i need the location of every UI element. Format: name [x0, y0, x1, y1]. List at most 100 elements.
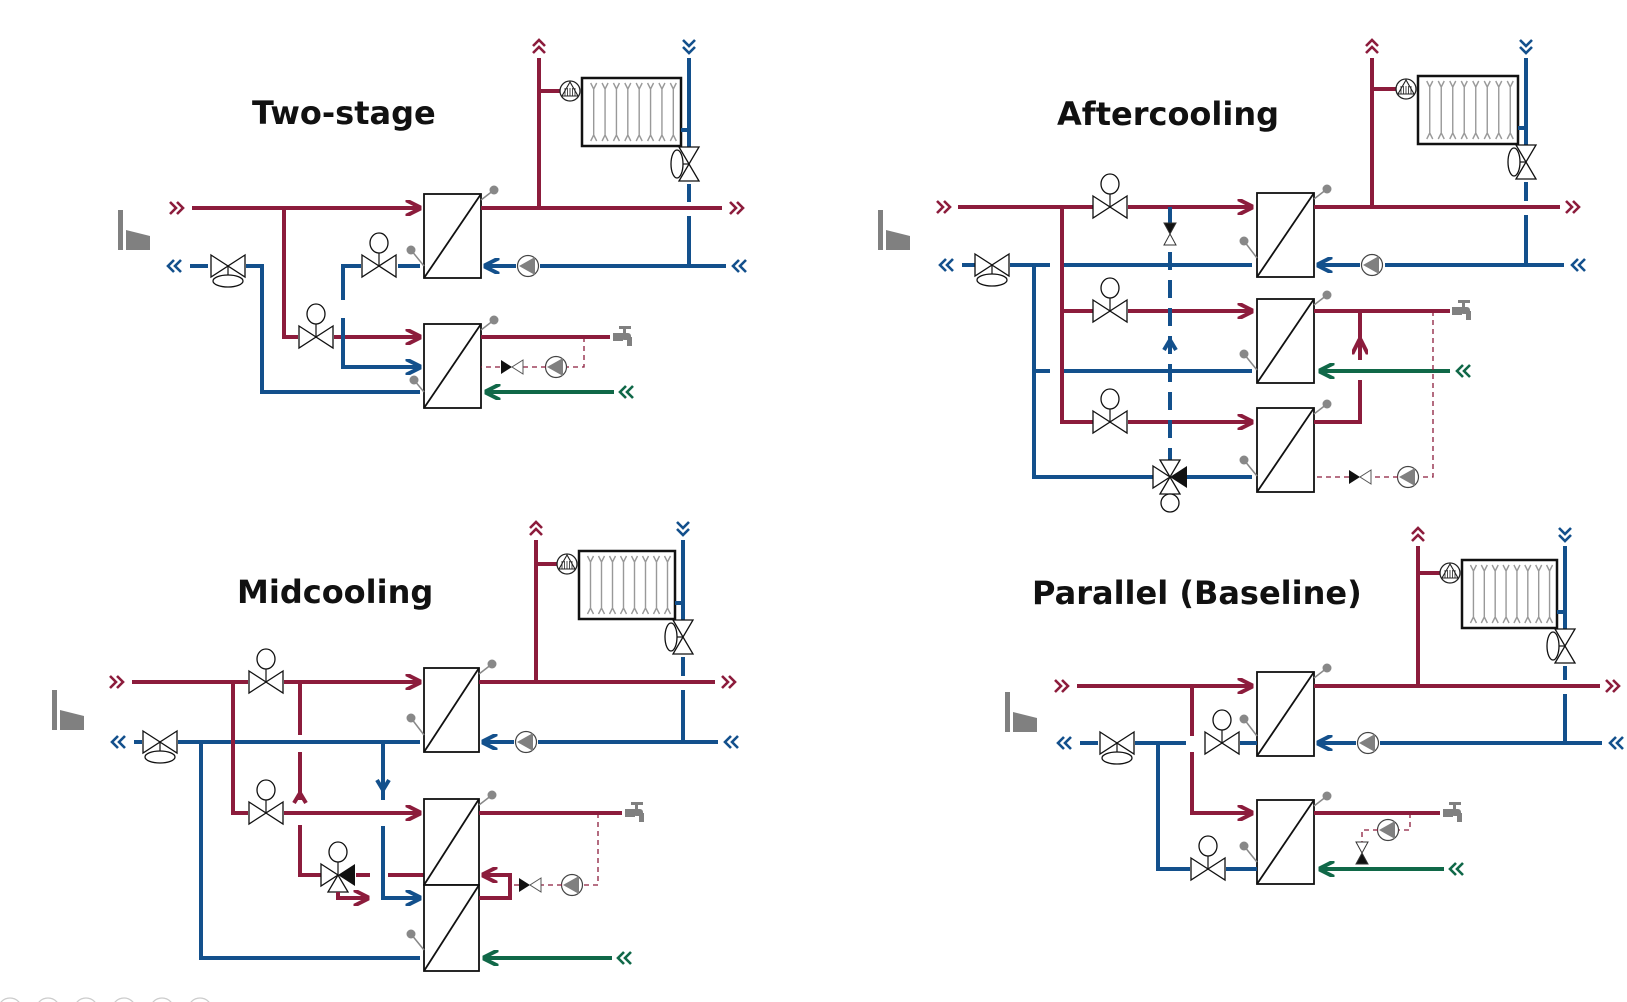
pipe [1060, 207, 1093, 424]
pipe [199, 742, 420, 960]
temperature-sensor-icon [1239, 349, 1258, 371]
pipe [282, 208, 298, 339]
radiator-icon [1416, 74, 1520, 146]
control-valve-icon [1092, 388, 1128, 435]
control-valve-icon [298, 303, 334, 350]
tap-icon [1452, 300, 1471, 320]
control-valve-icon [361, 232, 397, 279]
check-valve-icon [501, 359, 524, 375]
pipe [341, 264, 361, 300]
temperature-sensor-icon [1313, 184, 1332, 200]
flow-direction-chevron-icon [618, 385, 634, 399]
temperature-sensor-icon [406, 929, 425, 951]
panel-aftercooling [878, 38, 1586, 513]
flow-direction-chevron-icon [1519, 39, 1533, 55]
flow-direction-chevron-icon [1411, 526, 1425, 542]
radiator-icon [580, 76, 683, 148]
temperature-sensor-icon [409, 375, 425, 393]
flow-direction-chevron-icon [166, 259, 182, 273]
check-valve-icon [1355, 841, 1369, 865]
pipe [381, 826, 420, 898]
temperature-sensor-icon [1313, 290, 1332, 306]
check-valve-icon [1349, 469, 1372, 485]
pipe [341, 318, 420, 367]
pager-dot[interactable] [36, 997, 60, 1002]
temperature-sensor-icon [1239, 714, 1258, 737]
flow-direction-chevron-icon [729, 201, 745, 215]
pump-icon [1396, 465, 1420, 489]
temperature-sensor-icon [480, 315, 499, 331]
control-valve-icon [1204, 709, 1240, 756]
temperature-sensor-icon [1313, 663, 1332, 679]
temperature-sensor-icon [1313, 791, 1332, 807]
temperature-sensor-icon [406, 713, 425, 736]
flow-direction-chevron-icon [723, 735, 739, 749]
pager-dot[interactable] [188, 997, 212, 1002]
flow-direction-chevron-icon [682, 39, 696, 55]
control-valve-icon [1190, 835, 1226, 882]
thermostatic-valve-icon [670, 146, 701, 182]
pump-icon [514, 730, 538, 754]
check-valve-icon [1163, 222, 1177, 246]
circulation-pump-icon [556, 553, 578, 575]
control-valve-icon [974, 252, 1010, 287]
three-way-valve-icon [1152, 459, 1187, 513]
heat-exchanger-icon [1256, 192, 1315, 278]
pager-dot[interactable] [74, 997, 98, 1002]
control-valve-icon [210, 253, 246, 288]
circulation-pump-icon [559, 80, 581, 102]
radiator-icon [577, 549, 677, 621]
heat-exchanger-icon [423, 193, 482, 279]
flow-direction-chevron-icon [731, 259, 747, 273]
thermostatic-valve-icon [1507, 144, 1538, 180]
flow-direction-chevron-icon [938, 258, 954, 272]
temperature-sensor-icon [480, 185, 499, 201]
pipe [1190, 752, 1252, 813]
panel-midcooling [52, 520, 739, 972]
flow-direction-chevron-icon [721, 675, 737, 689]
pager-dot[interactable] [150, 997, 174, 1002]
pump-icon [1376, 818, 1400, 842]
pipe [1361, 829, 1378, 842]
control-valve-icon [248, 648, 284, 695]
pump-icon [1360, 253, 1384, 277]
temperature-sensor-icon [1313, 399, 1332, 415]
circulation-pump-icon [1439, 562, 1461, 584]
flow-direction-chevron-icon [1054, 679, 1070, 693]
pipe [231, 682, 248, 815]
panel-title-aftercooling: Aftercooling [1057, 95, 1279, 133]
tap-icon [613, 326, 632, 346]
control-valve-icon [1092, 173, 1128, 220]
district-heating-plant-icon [118, 210, 150, 250]
pipe [1398, 813, 1411, 831]
heat-exchanger-icon [423, 667, 480, 753]
flow-direction-chevron-icon [676, 521, 690, 537]
heat-exchanger-icon [423, 798, 480, 886]
pager-dot[interactable] [0, 997, 22, 1002]
pump-icon [516, 254, 540, 278]
panel-two-stage [118, 38, 747, 409]
control-valve-icon [1099, 730, 1135, 765]
tap-icon [1443, 802, 1462, 822]
district-heating-plant-icon [52, 690, 84, 730]
thermostatic-valve-icon [1546, 628, 1577, 664]
radiator-icon [1460, 558, 1559, 630]
pipe [1314, 380, 1362, 424]
flow-direction-chevron-icon [109, 675, 125, 689]
flow-direction-chevron-icon [1056, 736, 1072, 750]
panel-title-parallel: Parallel (Baseline) [1032, 574, 1362, 612]
flow-direction-chevron-icon [1455, 364, 1471, 378]
pager-dot[interactable] [112, 997, 136, 1002]
pipe [479, 875, 512, 900]
flow-direction-chevron-icon [616, 951, 632, 965]
temperature-sensor-icon [478, 659, 497, 675]
pipe [582, 813, 599, 886]
pump-icon [1356, 731, 1380, 755]
pipe [566, 337, 585, 368]
panel-parallel [1005, 526, 1624, 885]
three-way-valve-icon [320, 841, 355, 893]
panel-title-two-stage: Two-stage [252, 94, 436, 132]
slide-pager[interactable] [0, 997, 212, 1002]
flow-direction-chevron-icon [1608, 736, 1624, 750]
heat-exchanger-icon [423, 884, 480, 972]
